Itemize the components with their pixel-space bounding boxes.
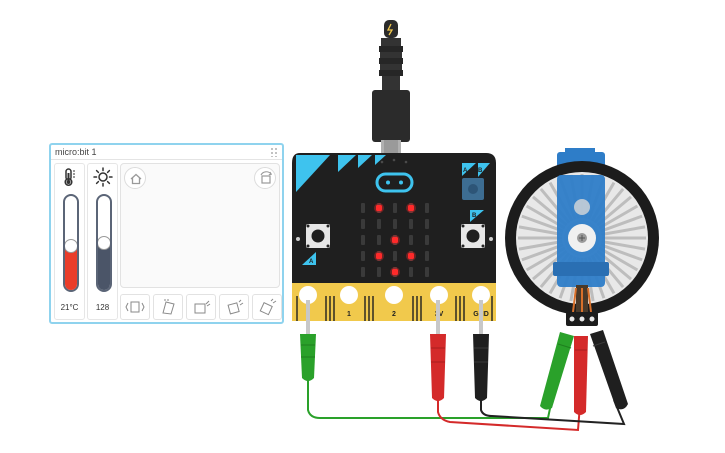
led-2-1	[377, 235, 381, 245]
microbit-logo[interactable]	[375, 172, 414, 193]
home-icon	[130, 173, 142, 185]
led-0-0	[361, 203, 365, 213]
led-1-3	[409, 219, 413, 229]
led-1-1	[377, 219, 381, 229]
rotate-icon	[260, 171, 273, 184]
led-2-0	[361, 235, 365, 245]
wheel-spoke	[600, 243, 643, 262]
led-on-3-1	[376, 253, 382, 259]
led-4-1	[377, 267, 381, 277]
pin-2[interactable]: 2	[385, 286, 403, 318]
led-0-4	[425, 203, 429, 213]
clip-gnd-black[interactable]	[473, 300, 489, 401]
panel-title: micro:bit 1	[55, 147, 97, 157]
led-2-4	[425, 235, 429, 245]
temperature-slider[interactable]	[63, 194, 79, 292]
board-accent-left	[296, 155, 330, 192]
pin-1-label: 1	[347, 311, 351, 318]
home-button[interactable]	[124, 167, 146, 189]
clip-3v-red[interactable]	[430, 300, 446, 401]
panel-header[interactable]: micro:bit 1	[51, 145, 282, 160]
tilt-left-gesture-button[interactable]	[186, 294, 216, 320]
button-b[interactable]	[461, 224, 485, 248]
wheel-spoke	[601, 239, 646, 251]
led-0-2	[393, 203, 397, 213]
clip-servo-green[interactable]	[540, 332, 574, 410]
led-3-4	[425, 251, 429, 261]
sun-icon	[93, 167, 113, 187]
wheel-spoke	[518, 239, 563, 251]
wire-pin0-servo[interactable]	[307, 378, 557, 419]
tilt-left-gesture-icon	[194, 300, 211, 314]
shake-gesture-button[interactable]	[120, 294, 150, 320]
wheel-spoke	[598, 246, 639, 272]
led-2-3	[409, 235, 413, 245]
wheel-spoke	[521, 214, 564, 233]
pin-1[interactable]: 1	[340, 286, 358, 318]
usb-cable[interactable]	[372, 20, 410, 154]
tilt-right-gesture-icon	[227, 299, 244, 315]
temperature-slider-thumb[interactable]	[65, 238, 77, 253]
touch-b-marker: B	[470, 210, 484, 222]
wheel-spoke	[601, 225, 646, 237]
led-3-0	[361, 251, 365, 261]
led-4-3	[409, 267, 413, 277]
led-1-2	[393, 219, 397, 229]
light-fill	[98, 243, 110, 290]
button-a[interactable]	[306, 224, 330, 248]
logo-up-gesture-icon	[162, 299, 175, 315]
freefall-gesture-button[interactable]	[252, 294, 282, 320]
logo-up-gesture-button[interactable]	[153, 294, 183, 320]
led-on-0-1	[376, 205, 382, 211]
temperature-sensor: 21°C	[54, 163, 85, 320]
drag-grip-icon[interactable]	[270, 147, 278, 157]
light-sensor: 128	[87, 163, 118, 320]
microbit-board[interactable]: A B A B	[292, 153, 496, 321]
led-on-0-3	[408, 205, 414, 211]
touch-a-marker: A	[302, 252, 316, 265]
temperature-fill	[65, 245, 77, 290]
freefall-gesture-icon	[259, 298, 277, 316]
button-a-label: A	[463, 168, 468, 174]
wheel-spoke	[600, 214, 643, 233]
wheel-spoke	[518, 225, 563, 237]
led-4-4	[425, 267, 429, 277]
led-matrix	[361, 203, 429, 277]
led-on-2-2	[392, 237, 398, 243]
pin-2-label: 2	[392, 311, 396, 318]
wire-gnd-servo[interactable]	[480, 378, 626, 426]
led-1-0	[361, 219, 365, 229]
led-4-0	[361, 267, 365, 277]
led-on-4-2	[392, 269, 398, 275]
shake-gesture-icon	[125, 301, 145, 313]
button-ab-marker: A	[462, 163, 490, 200]
led-1-4	[425, 219, 429, 229]
gesture-toolbar	[120, 294, 282, 320]
temperature-value: 21°C	[60, 303, 79, 312]
light-value: 128	[95, 303, 110, 312]
clip-servo-black[interactable]	[590, 330, 628, 410]
led-on-3-3	[408, 253, 414, 259]
clip-pin0-green[interactable]	[300, 300, 316, 381]
clip-servo-red[interactable]	[574, 336, 588, 415]
light-slider-thumb[interactable]	[98, 236, 110, 250]
light-slider[interactable]	[96, 194, 112, 292]
edge-connector: 0 1 2 3V GND	[292, 283, 496, 321]
accelerometer-area[interactable]	[120, 163, 280, 288]
thermometer-icon	[64, 168, 75, 187]
tilt-right-gesture-button[interactable]	[219, 294, 249, 320]
touch-b-label: B	[472, 213, 477, 219]
touch-a-label: A	[309, 259, 314, 265]
simulator-panel: micro:bit 1 21°C	[49, 143, 284, 324]
button-b-top-label: B	[478, 168, 483, 174]
rotate-view-button[interactable]	[254, 167, 276, 189]
led-3-2	[393, 251, 397, 261]
wheel-spoke	[598, 204, 639, 230]
lightning-icon	[386, 23, 394, 36]
wire-3v-servo[interactable]	[437, 378, 583, 432]
wheel-spoke	[521, 243, 564, 262]
servo-motor[interactable]	[505, 148, 659, 326]
